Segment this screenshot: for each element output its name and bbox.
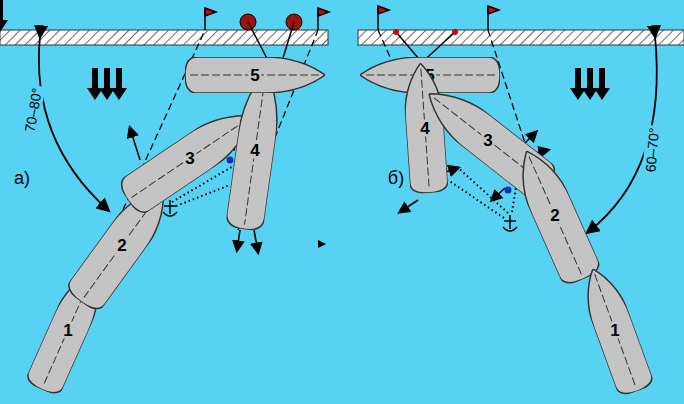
panel-label: а): [14, 169, 30, 187]
position-number: 4: [248, 142, 261, 159]
angle-label: 70–80°: [21, 85, 45, 136]
ship-position: 5: [185, 57, 325, 93]
position-number: 2: [548, 207, 561, 224]
panel-label: б): [388, 169, 404, 187]
position-number: 1: [61, 322, 74, 339]
position-number: 4: [418, 120, 431, 137]
position-number: 3: [183, 150, 196, 167]
position-number: 3: [481, 132, 494, 149]
ship-position: 2: [507, 143, 602, 288]
position-number: 5: [248, 67, 261, 84]
position-number: 2: [115, 237, 128, 254]
ship-position: 1: [575, 262, 655, 397]
position-number: 1: [608, 322, 621, 339]
angle-label: 60–70°: [642, 125, 662, 175]
